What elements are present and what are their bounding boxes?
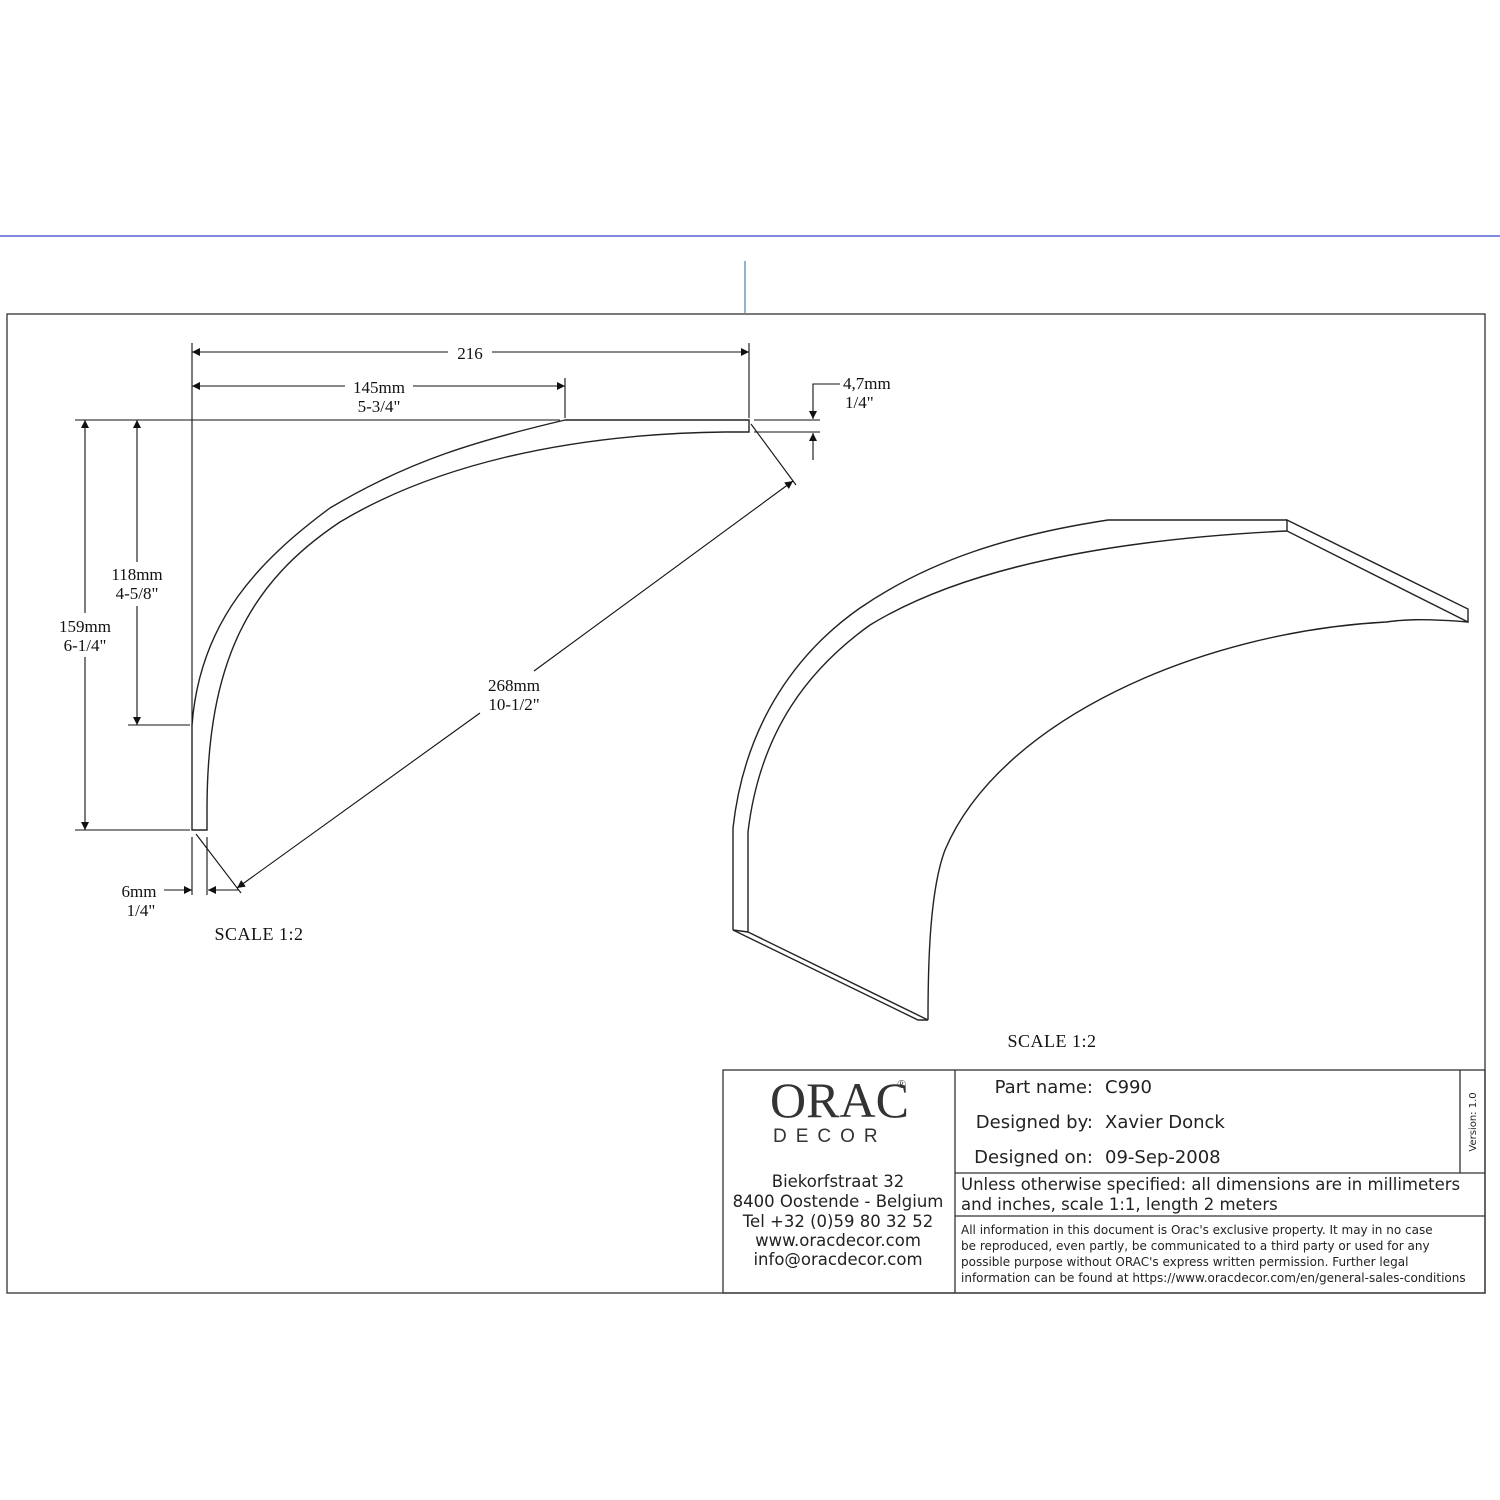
dimension-159-inch: 6-1/4" [64,636,107,655]
part-name-label: Part name: [995,1077,1093,1098]
dimension-6-label: 6mm [122,882,157,901]
perspective-bottom-face [732,929,929,1021]
dimension-118-inch: 4-5/8" [116,584,159,603]
drawing-frame [6,313,1486,1294]
part-name-value: C990 [1105,1077,1152,1098]
perspective-scale-label: SCALE 1:2 [1007,1031,1096,1051]
address-email: info@oracdecor.com [753,1250,922,1269]
legal-text: All information in this document is Orac… [961,1223,1433,1237]
dimension-159-label: 159mm [59,617,111,636]
designed-on-label: Designed on: [974,1147,1093,1168]
legal-text: be reproduced, even partly, be communica… [961,1239,1430,1253]
profile-scale-label: SCALE 1:2 [214,924,303,944]
dimension-6-inch: 1/4" [127,901,156,920]
logo-sub: DECOR [773,1126,887,1147]
dimension-145-inch: 5-3/4" [358,397,401,416]
perspective-back-curve [927,618,1469,1021]
title-block-border [722,1069,1486,1294]
dimension-118-label: 118mm [111,565,162,584]
perspective-top-face [1286,518,1469,624]
orac-decor-logo: ORAC ® DECOR [770,1072,909,1147]
dimension-line-268 [533,480,794,672]
perspective-view: SCALE 1:2 [732,518,1469,1051]
address-website: www.oracdecor.com [755,1231,921,1250]
address-line: Tel +32 (0)59 80 32 52 [742,1212,933,1231]
perspective-inner-edge [747,530,1288,932]
address-line: 8400 Oostende - Belgium [733,1192,944,1211]
legal-text: possible purpose without ORAC's express … [961,1255,1408,1269]
logo-brand: ORAC [770,1072,909,1128]
dimension-4-7-inch: 1/4" [845,393,874,412]
legal-text: information can be found at https://www.… [961,1271,1466,1285]
designed-on-value: 09-Sep-2008 [1105,1147,1221,1168]
dimension-268-inch: 10-1/2" [488,695,539,714]
dimension-line-268 [236,712,481,889]
extension-line [750,423,797,486]
designed-by-value: Xavier Donck [1105,1112,1225,1133]
dimension-line-4-7 [809,383,840,419]
dimension-4-7-label: 4,7mm [843,374,891,393]
dimension-216-label: 216 [457,344,483,363]
profile-view: 216 145mm 5-3/4" 4,7mm 1/4" 118mm 4-5/8"… [59,343,891,944]
title-block: ORAC ® DECOR Biekorfstraat 32 8400 Ooste… [722,1069,1486,1294]
version-label: Version: 1.0 [1468,1092,1479,1151]
dimension-note: Unless otherwise specified: all dimensio… [961,1175,1460,1194]
dimension-268-label: 268mm [488,676,540,695]
perspective-front-edge [732,519,1287,930]
dimension-145-label: 145mm [353,378,405,397]
logo-registered: ® [897,1077,906,1091]
dimension-note: and inches, scale 1:1, length 2 meters [961,1195,1278,1214]
address-line: Biekorfstraat 32 [772,1172,905,1191]
profile-outline [191,419,750,831]
designed-by-label: Designed by: [976,1112,1093,1133]
extension-line [195,833,242,894]
perspective-bottom-edge [732,929,749,933]
